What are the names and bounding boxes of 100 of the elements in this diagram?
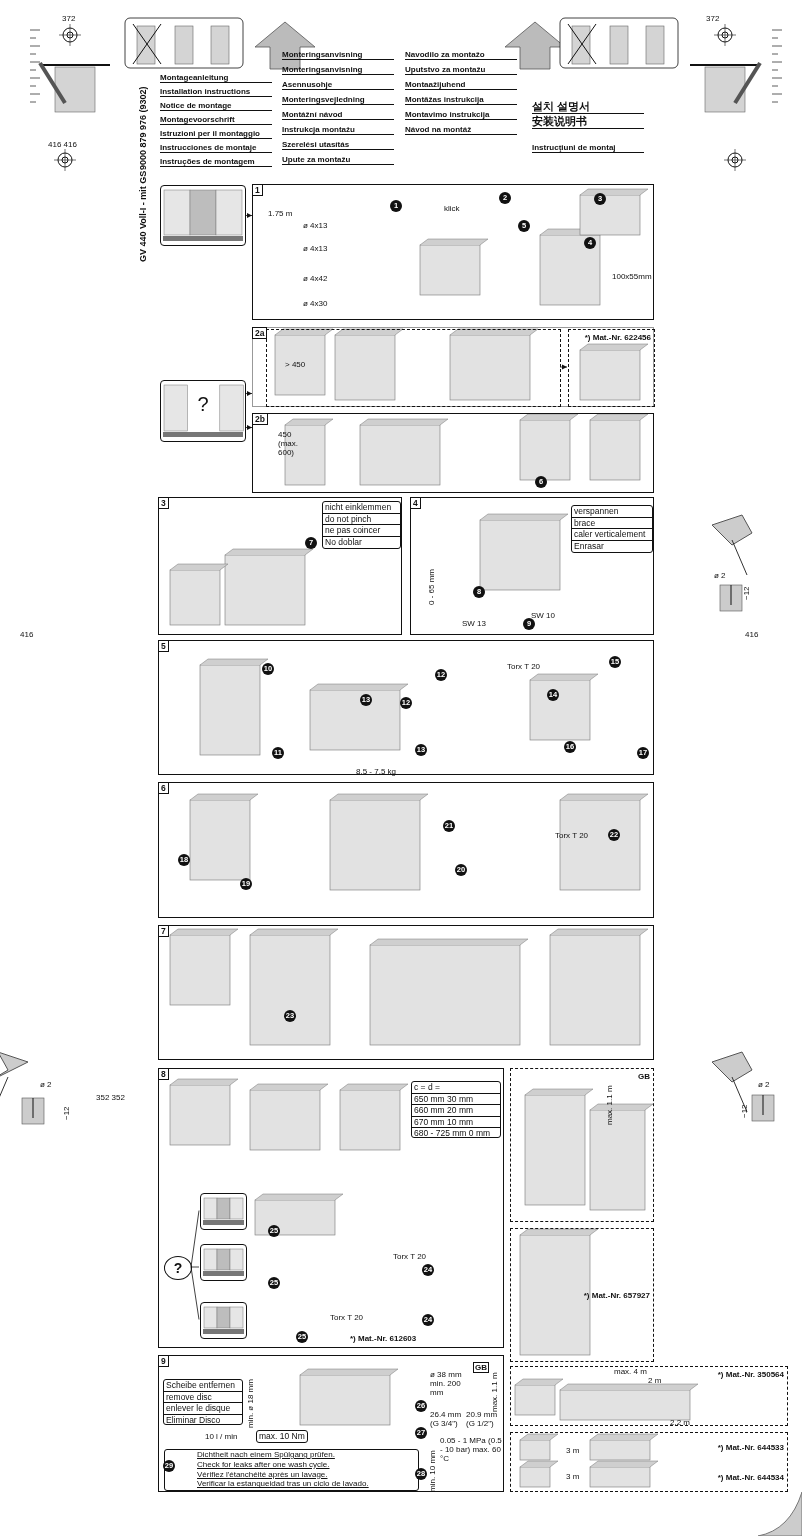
language-heading: Montaažijuhend [405,80,517,90]
dimension-label: 416 416 [48,140,77,149]
language-heading: Uputstvo za montažu [405,65,517,75]
language-heading: Monteringsvejledning [282,95,394,105]
dimension-label: 3 m [566,1472,580,1481]
dimension-label: ø 4x30 [303,299,328,308]
dimension-label: ø 2 [758,1080,770,1089]
step-panel [158,640,654,775]
step-number: 2b [252,413,268,425]
language-heading: Monteringsanvisning [282,50,394,60]
dimension-label: ø 4x42 [303,274,328,283]
accessory-panel: *) Mat.-Nr. 622456 [568,329,655,407]
spec-label: 0.05 - 1 MPa (0.5 - 10 bar) max. 60 °C [440,1436,502,1463]
dimension-label: 0 - 65 mm [427,569,436,605]
arrow [245,425,253,430]
dimension-label: −12 [62,1106,71,1120]
language-heading: 설치 설명서 [532,100,644,114]
dimension-label: 2 m [648,1376,662,1385]
dimension-label: SW 10 [531,611,555,620]
dimension-label: 1.75 m [268,209,293,218]
note-box: nicht einklemmen do not pinch ne pas coincer No doblar [322,501,401,549]
spec-label: ø 38 mm min. 200 mm [430,1370,463,1397]
note-box: c = d = 650 mm 30 mm 660 mm 20 mm 670 mm 10 mm 680 - 725 mm 0 mm [411,1081,501,1138]
arrow [559,364,568,370]
language-heading: Instrucciones de montaje [160,143,272,153]
language-heading: Instrukcja montażu [282,125,394,135]
dimension-label: Torx T 20 [507,662,541,671]
dimension-label: Torx T 20 [555,831,589,840]
dimension-label: 2.2 m [670,1418,690,1427]
dimension-label: Torx T 20 [330,1313,364,1322]
language-heading: 安装说明书 [532,115,644,129]
step-panel [158,497,402,635]
note-box: verspannen brace caler verticalement Enrasar [571,505,653,553]
accessory-panel [266,329,561,407]
cabinet-thumbnail [160,185,246,246]
step-panel [158,1355,504,1492]
language-heading: Navodilo za montažo [405,50,517,60]
language-heading: Monteringsanvisning [282,65,394,75]
dimension-label: ø 4x13 [303,244,328,253]
note-box: Scheibe entfernen remove disc enlever le disque Eliminar Disco [163,1379,243,1425]
spec-label: 20.9 mm (G 1/2") [466,1410,499,1428]
arrow [245,391,253,396]
dimension-label: max. 1.1 m [605,1085,614,1125]
dimension-label: max. 4 m [614,1367,647,1376]
dimension-label: 372 [706,14,720,23]
dimension-label: 372 [62,14,76,23]
language-heading: Návod na montáž [405,125,517,135]
document-number: GV 440 Voll-I - mit GS [138,170,148,262]
dimension-label: klick [444,204,460,213]
step-number: 7 [158,925,169,937]
language-heading: Instruções de montagem [160,157,272,167]
question-cloud: ? [164,1256,192,1280]
document-number: 9000 879 976 (9302) [138,86,148,170]
dimension-label: SW 13 [462,619,486,628]
cabinet-thumbnail: ? [160,380,246,442]
note-box: max. 10 Nm [256,1430,308,1443]
dimension-label: min. ø 18 mm [246,1379,255,1428]
dimension-label: Torx T 20 [393,1252,427,1261]
step-number: 1 [252,184,263,196]
dimension-label: max. 1.1 m [490,1372,499,1412]
dimension-label: 3 m [566,1446,580,1455]
country-code: GB [473,1362,489,1373]
step-panel [158,925,654,1060]
step-panel [410,497,654,635]
step-number: 5 [158,640,169,652]
dimension-label: ø 4x13 [303,221,328,230]
language-heading: Istruzioni per il montaggio [160,129,272,139]
accessory-panel: *) Mat.-Nr. 657927 [510,1228,654,1362]
step-number: 8 [158,1068,169,1080]
language-heading: Montageanleitung [160,73,272,83]
arrow [245,213,253,218]
part-number: *) Mat.-Nr. 612603 [350,1334,417,1343]
language-heading: Montavimo instrukcija [405,110,517,120]
language-heading: Notice de montage [160,101,272,111]
dimension-label: 100x55mm [612,272,652,281]
dimension-label: −12 [742,586,751,600]
cabinet-thumbnail [200,1244,247,1281]
step-panel [252,413,654,493]
language-heading: Montážní návod [282,110,394,120]
step-number: 9 [158,1355,169,1367]
language-heading: Montāžas instrukcija [405,95,517,105]
language-heading: Upute za montažu [282,155,394,165]
dimension-label: ø 2 [40,1080,52,1089]
language-heading: Instrucţiuni de montaj [532,143,644,153]
dimension-label: > 450 [285,360,306,369]
language-heading: Montagevoorschrift [160,115,272,125]
dimension-label: 352 352 [96,1093,125,1102]
dimension-label: 10 l / min [205,1432,238,1441]
spec-label: 450 (max. 600) [278,430,299,457]
language-heading: Szerelési utasítás [282,140,394,150]
dimension-label: ø 2 [714,571,726,580]
step-number: 4 [410,497,421,509]
step-panel [158,782,654,918]
step-panel [158,1068,504,1348]
step-panel [252,327,654,407]
step-number: 6 [158,782,169,794]
language-heading: Asennusohje [282,80,394,90]
step-number: 3 [158,497,169,509]
spec-label: 26.4 mm (G 3/4") [430,1410,463,1428]
dimension-label: 8.5 - 7.5 kg [356,767,397,776]
